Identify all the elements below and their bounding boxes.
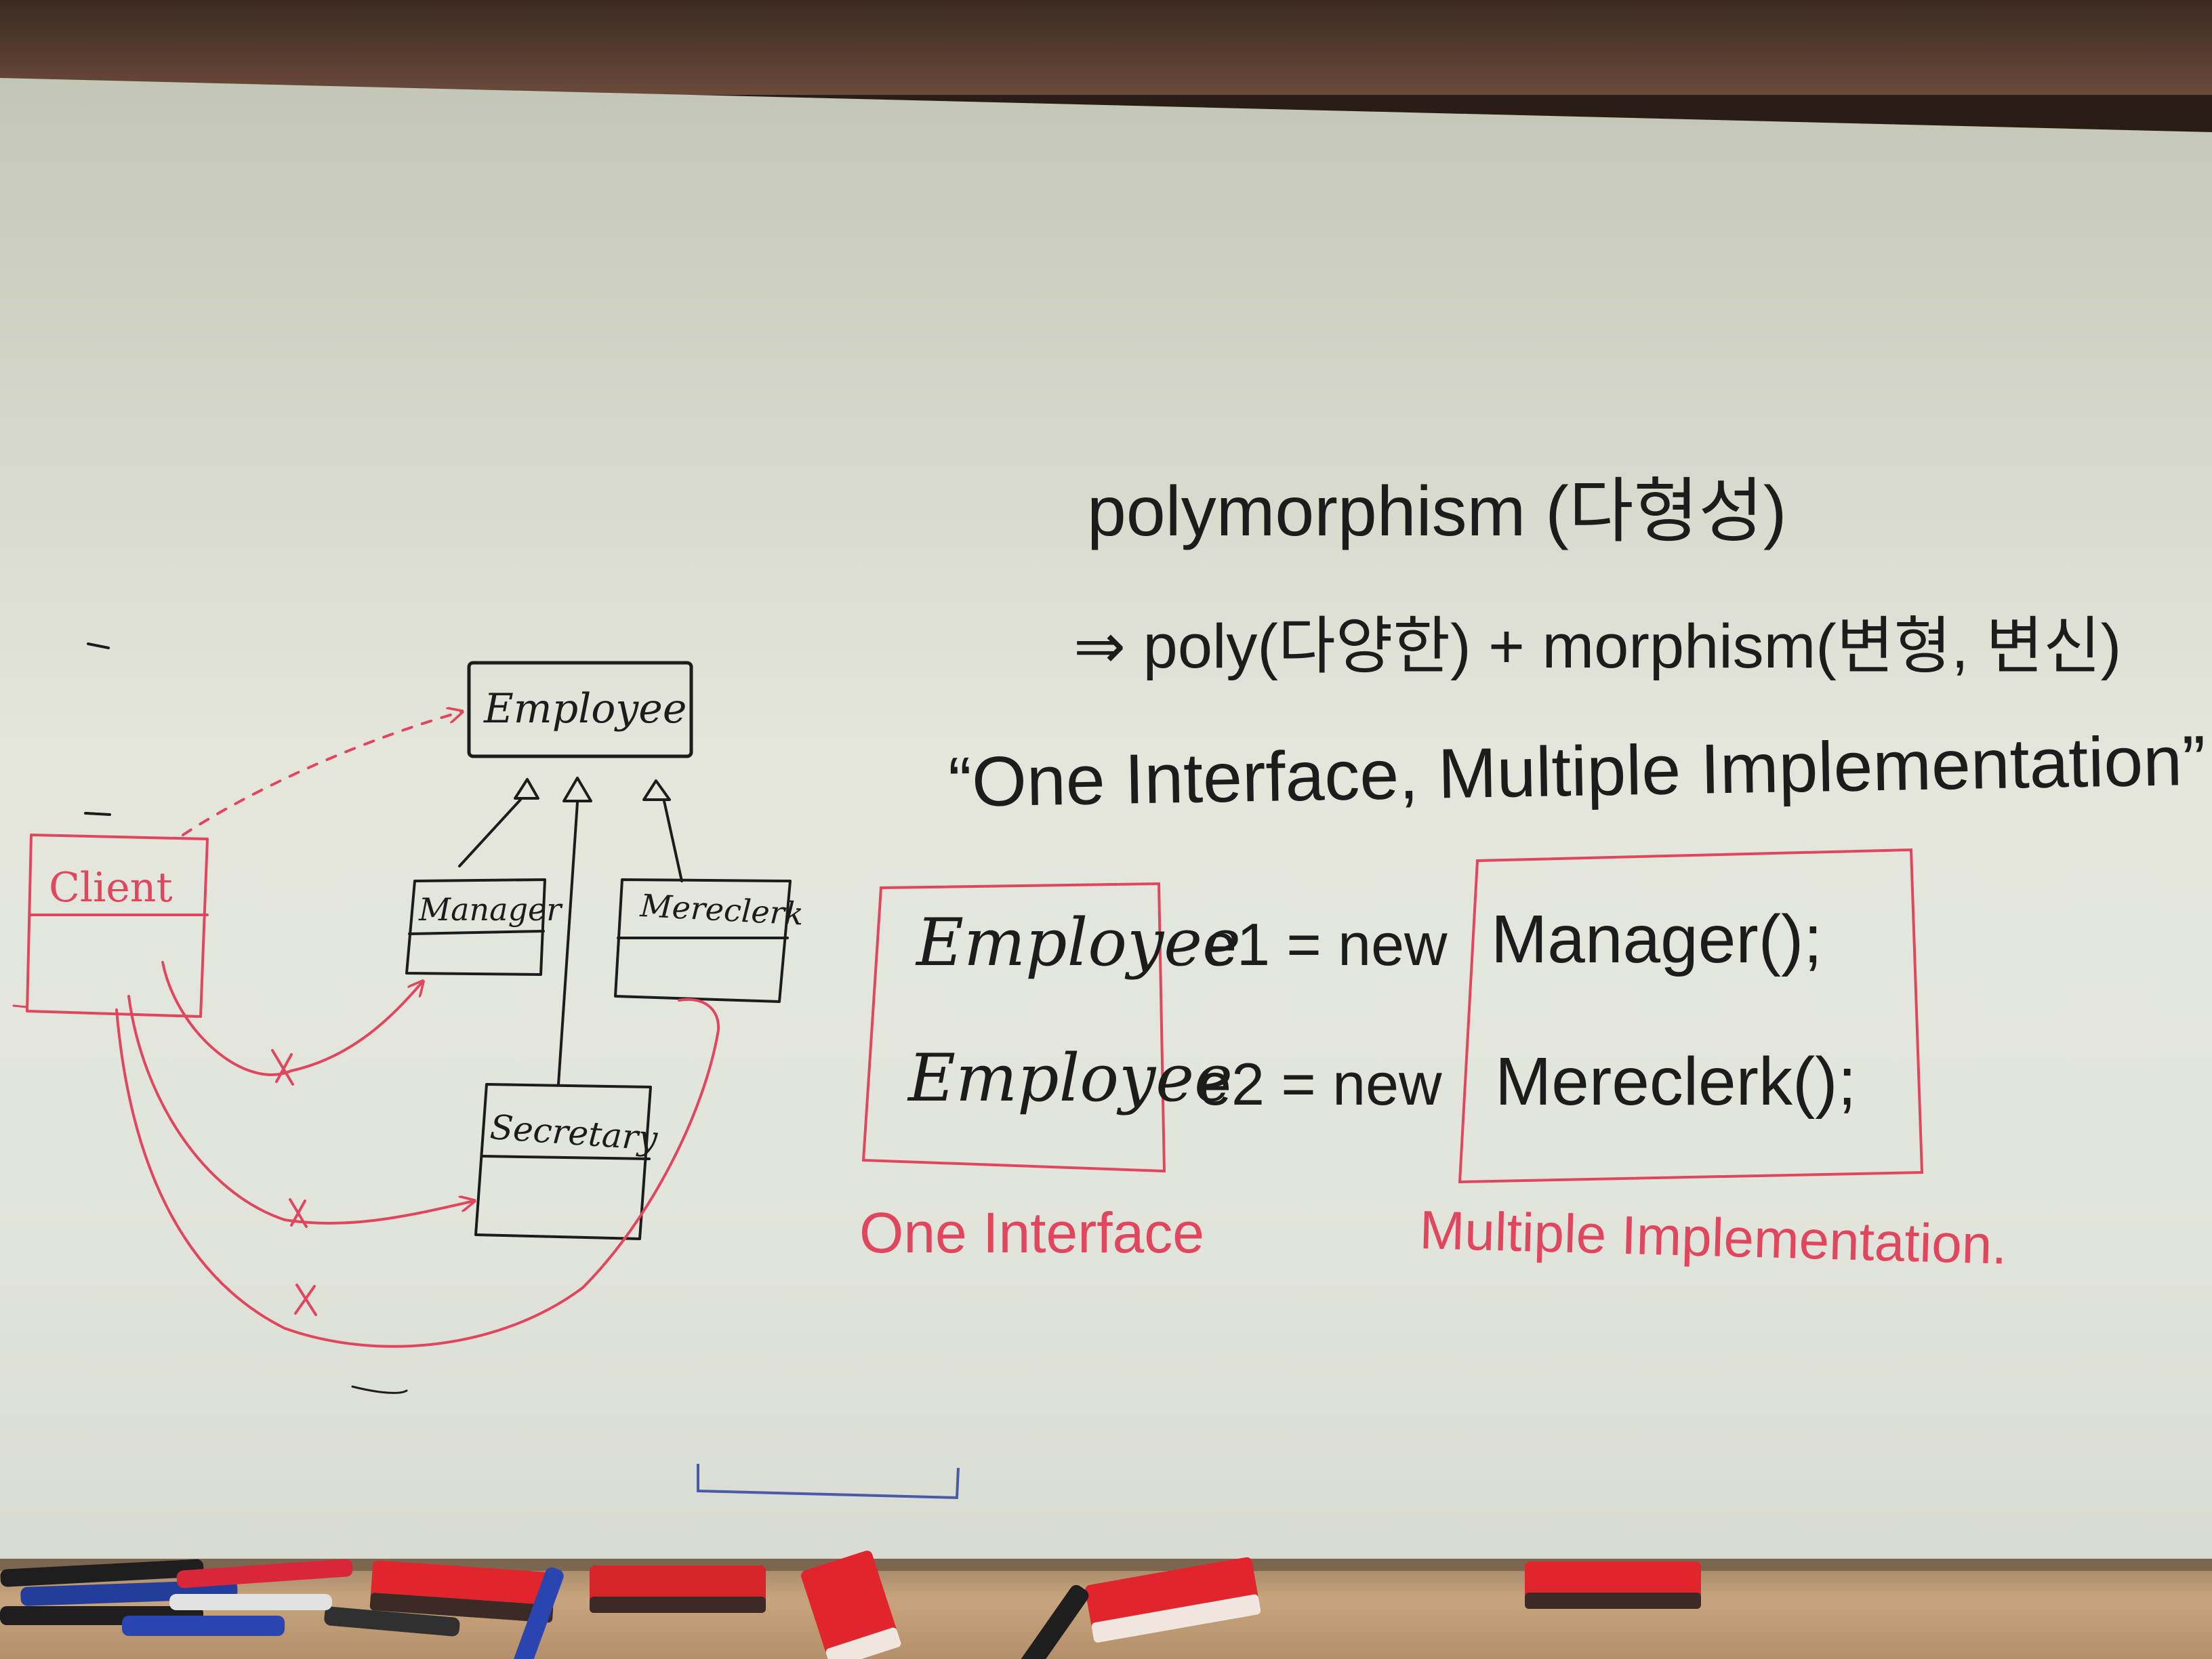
markers-and-erasers (0, 1551, 1701, 1659)
code-line1-assign: e1 = new (1204, 911, 1448, 978)
marker (176, 1559, 353, 1589)
marker (324, 1606, 460, 1637)
inheritance-triangle (514, 778, 539, 800)
eraser (1085, 1557, 1261, 1643)
marker (169, 1594, 332, 1610)
eraser (590, 1565, 766, 1613)
crossed-arrow-secretary (127, 995, 474, 1225)
eraser (801, 1551, 901, 1659)
code-line2-type: Employee (907, 1040, 1233, 1116)
manager-label: Manager (418, 891, 563, 928)
client-label: Client (49, 864, 173, 912)
marker (1019, 1584, 1089, 1659)
manager-box (405, 878, 546, 976)
polymorphism-etymology: ⇒ poly(다양한) + morphism(변형, 변신) (1073, 612, 2121, 681)
client-box (26, 834, 209, 1018)
interface-box (861, 882, 1166, 1173)
inheritance-triangle (562, 777, 592, 802)
inheritance-triangle (642, 779, 671, 801)
marker (512, 1567, 564, 1659)
dependency-arrow (182, 712, 462, 836)
code-line2-impl: Mereclerk(); (1495, 1044, 1856, 1120)
crossed-arrow-mereclerk (115, 998, 720, 1348)
inheritance-line (663, 800, 683, 882)
employee-box (467, 661, 693, 758)
uml-diagram (12, 642, 792, 1394)
code-line1-impl: Manager(); (1491, 901, 1822, 977)
one-interface-caption: One Interface (859, 1201, 1204, 1265)
secretary-box (474, 1083, 652, 1240)
marker (122, 1616, 285, 1636)
polymorphism-heading: polymorphism (다형성) (1087, 472, 1787, 551)
crossed-arrow-manager (161, 961, 423, 1076)
code-line2-assign: e2 = new (1198, 1050, 1442, 1118)
board-frame (0, 0, 2212, 95)
mereclerk-label: Mereclerk (638, 887, 804, 933)
eraser (1525, 1561, 1701, 1609)
marker (0, 1559, 204, 1587)
inheritance-line (458, 798, 522, 867)
code-line1-type: Employee (915, 905, 1241, 981)
mereclerk-box (614, 878, 792, 1003)
board-surface (0, 78, 2212, 1572)
blue-bracket-mark (697, 1464, 960, 1500)
eraser (369, 1560, 556, 1623)
employee-label: Employee (483, 685, 687, 733)
inheritance-line (557, 801, 579, 1086)
implementation-box (1458, 848, 1924, 1184)
